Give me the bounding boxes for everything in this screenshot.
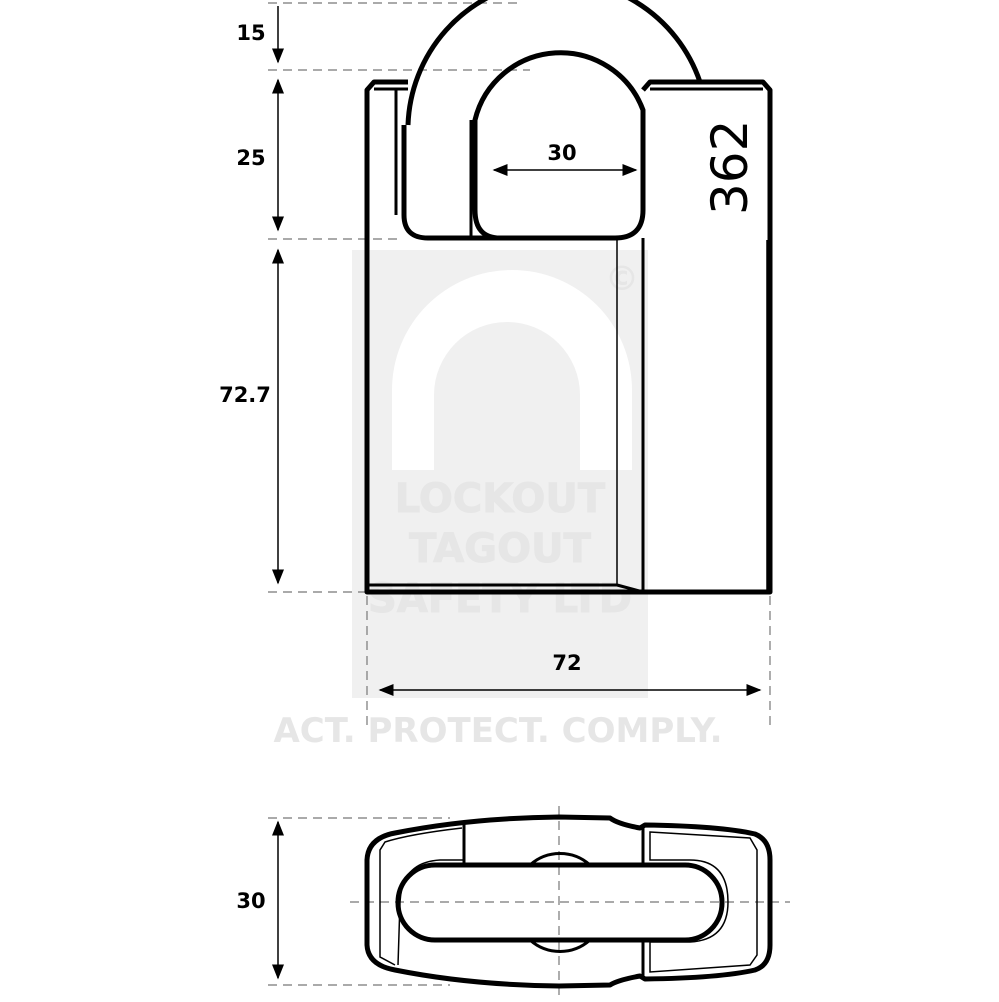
model-number: 362	[701, 120, 759, 215]
dimension-guides	[268, 2, 790, 1000]
dimension-label-72: 72	[552, 651, 581, 675]
padlock-bottom-view	[364, 814, 773, 989]
dimension-label-25: 25	[236, 146, 265, 170]
dimension-arrows	[272, 6, 762, 980]
dimension-label-30-inner: 30	[547, 141, 576, 165]
svg-text:LOCKOUT: LOCKOUT	[395, 476, 606, 522]
dimension-label-30-depth: 30	[236, 889, 265, 913]
padlock-front-view: 362	[364, 0, 773, 595]
svg-text:©: ©	[605, 259, 639, 299]
svg-text:ACT. PROTECT. COMPLY.: ACT. PROTECT. COMPLY.	[273, 711, 722, 751]
dimension-label-15: 15	[236, 21, 265, 45]
watermark-logo: LOCKOUT TAGOUT SAFETY LTD ACT. PROTECT. …	[273, 250, 723, 751]
svg-text:TAGOUT: TAGOUT	[409, 526, 591, 572]
svg-text:SAFETY LTD: SAFETY LTD	[368, 576, 632, 622]
dimension-label-72-7: 72.7	[219, 383, 271, 407]
